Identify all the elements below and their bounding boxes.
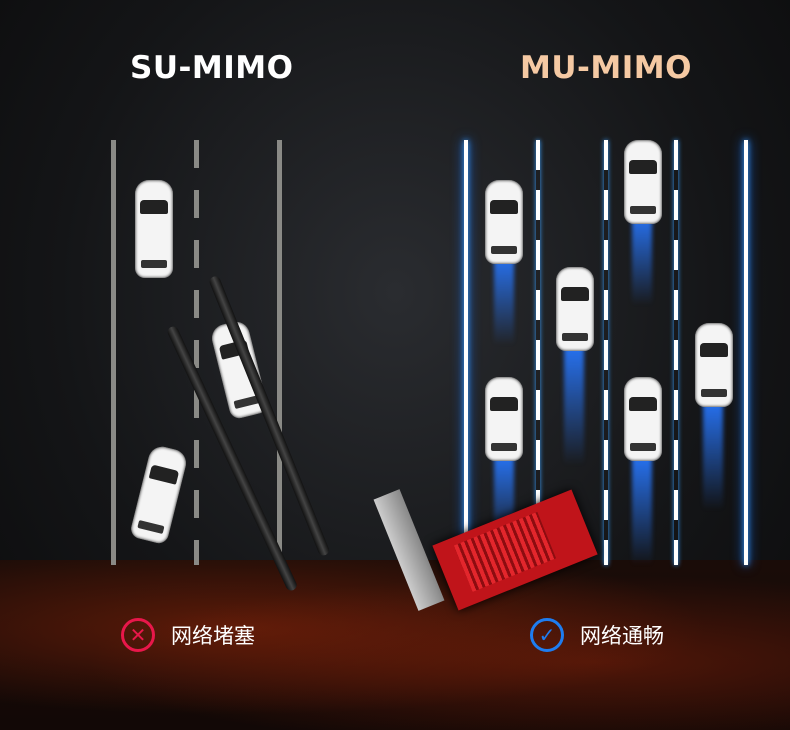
check-circle-icon: ✓ bbox=[530, 618, 564, 652]
smooth-label: ✓ 网络通畅 bbox=[530, 618, 664, 652]
cross-circle-icon: ✕ bbox=[121, 618, 155, 652]
congested-label: ✕ 网络堵塞 bbox=[121, 618, 255, 652]
car bbox=[624, 377, 662, 461]
lava-background bbox=[0, 560, 790, 730]
mu-mimo-title: MU-MIMO bbox=[520, 50, 692, 86]
car bbox=[485, 180, 523, 264]
car bbox=[129, 443, 189, 546]
congested-text: 网络堵塞 bbox=[171, 624, 255, 648]
car bbox=[485, 377, 523, 461]
car bbox=[556, 267, 594, 351]
su-mimo-title: SU-MIMO bbox=[130, 50, 294, 86]
smooth-text: 网络通畅 bbox=[580, 624, 664, 648]
car bbox=[135, 180, 173, 278]
car bbox=[624, 140, 662, 224]
car bbox=[695, 323, 733, 407]
